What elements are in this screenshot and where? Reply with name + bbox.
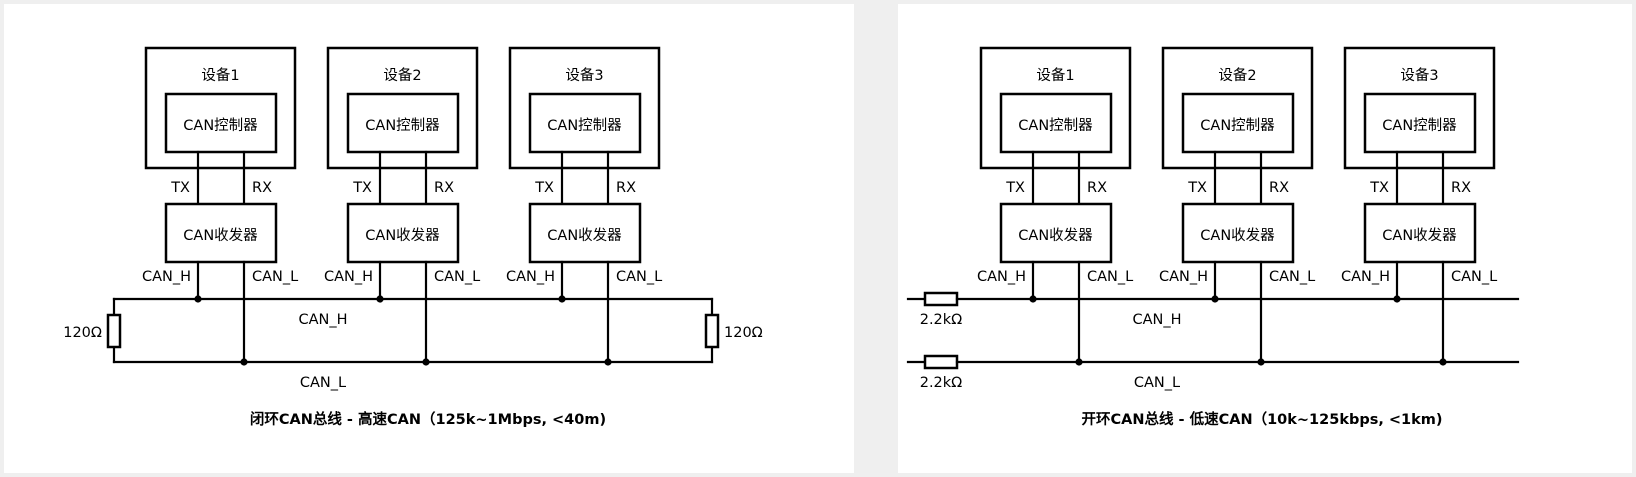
rx-label: RX (1451, 180, 1471, 196)
resistor-can-l (923, 354, 959, 370)
can-l-bus-label: CAN_L (300, 375, 346, 391)
can-l-junction (240, 358, 248, 366)
resistor-can-l-label: 2.2kΩ (920, 375, 963, 391)
can-l-pin-label: CAN_L (434, 269, 480, 285)
device-name: 设备1 (201, 67, 239, 84)
device-name: 设备2 (383, 67, 421, 84)
tx-label: TX (352, 180, 372, 196)
can-controller-label: CAN控制器 (1018, 117, 1093, 134)
resistor-can-h (923, 291, 959, 307)
can-controller-label: CAN控制器 (1200, 117, 1275, 134)
can-l-pin-label: CAN_L (1269, 269, 1315, 285)
rx-label: RX (616, 180, 636, 196)
can-l-pin-label: CAN_L (252, 269, 298, 285)
can-transceiver-box (999, 202, 1113, 264)
can-transceiver-label: CAN收发器 (547, 227, 622, 244)
can-h-pin-label: CAN_H (142, 269, 191, 285)
device-name: 设备1 (1036, 67, 1074, 84)
can-h-junction (558, 295, 566, 303)
termination-resistor-right (704, 313, 720, 349)
device-name: 设备3 (565, 67, 603, 84)
termination-resistor-left (106, 313, 122, 349)
can-controller-label: CAN控制器 (365, 117, 440, 134)
tx-label: TX (170, 180, 190, 196)
can-h-junction (1211, 295, 1219, 303)
can-h-pin-label: CAN_H (324, 269, 373, 285)
tx-label: TX (534, 180, 554, 196)
rx-label: RX (1269, 180, 1289, 196)
can-l-bus-label: CAN_L (1134, 375, 1180, 391)
can-transceiver-box (1181, 202, 1295, 264)
can-controller-label: CAN控制器 (183, 117, 258, 134)
can-h-junction (1393, 295, 1401, 303)
can-transceiver-label: CAN收发器 (1382, 227, 1457, 244)
tx-label: TX (1187, 180, 1207, 196)
tx-label: TX (1005, 180, 1025, 196)
can-h-bus-label: CAN_H (1132, 312, 1181, 328)
can-l-pin-label: CAN_L (616, 269, 662, 285)
rx-label: RX (434, 180, 454, 196)
can-h-junction (1029, 295, 1037, 303)
can-l-pin-label: CAN_L (1451, 269, 1497, 285)
closed-loop-caption: 闭环CAN总线 - 高速CAN（125k~1Mbps, <40m) (250, 410, 606, 428)
can-h-junction (376, 295, 384, 303)
can-controller-label: CAN控制器 (1382, 117, 1457, 134)
resistor-left-label: 120Ω (63, 325, 102, 341)
can-controller-label: CAN控制器 (547, 117, 622, 134)
can-transceiver-label: CAN收发器 (1200, 227, 1275, 244)
can-transceiver-label: CAN收发器 (365, 227, 440, 244)
can-controller-box (1363, 92, 1477, 154)
can-l-pin-label: CAN_L (1087, 269, 1133, 285)
can-controller-box (528, 92, 642, 154)
tx-label: TX (1369, 180, 1389, 196)
can-controller-box (999, 92, 1113, 154)
resistor-right-label: 120Ω (724, 325, 763, 341)
can-h-pin-label: CAN_H (1159, 269, 1208, 285)
open-loop-caption: 开环CAN总线 - 低速CAN（10k~125kbps, <1km) (1081, 410, 1442, 428)
can-transceiver-box (164, 202, 278, 264)
can-transceiver-label: CAN收发器 (1018, 227, 1093, 244)
can-controller-box (164, 92, 278, 154)
can-h-pin-label: CAN_H (1341, 269, 1390, 285)
can-l-junction (1439, 358, 1447, 366)
can-transceiver-label: CAN收发器 (183, 227, 258, 244)
can-h-bus-label: CAN_H (298, 312, 347, 328)
device-name: 设备2 (1218, 67, 1256, 84)
can-transceiver-box (346, 202, 460, 264)
can-transceiver-box (1363, 202, 1477, 264)
can-controller-box (1181, 92, 1295, 154)
can-h-junction (194, 295, 202, 303)
can-h-pin-label: CAN_H (977, 269, 1026, 285)
can-transceiver-box (528, 202, 642, 264)
can-controller-box (346, 92, 460, 154)
can-l-junction (604, 358, 612, 366)
device-name: 设备3 (1400, 67, 1438, 84)
can-h-pin-label: CAN_H (506, 269, 555, 285)
rx-label: RX (252, 180, 272, 196)
can-l-junction (422, 358, 430, 366)
can-l-junction (1257, 358, 1265, 366)
rx-label: RX (1087, 180, 1107, 196)
can-l-junction (1075, 358, 1083, 366)
resistor-can-h-label: 2.2kΩ (920, 312, 963, 328)
